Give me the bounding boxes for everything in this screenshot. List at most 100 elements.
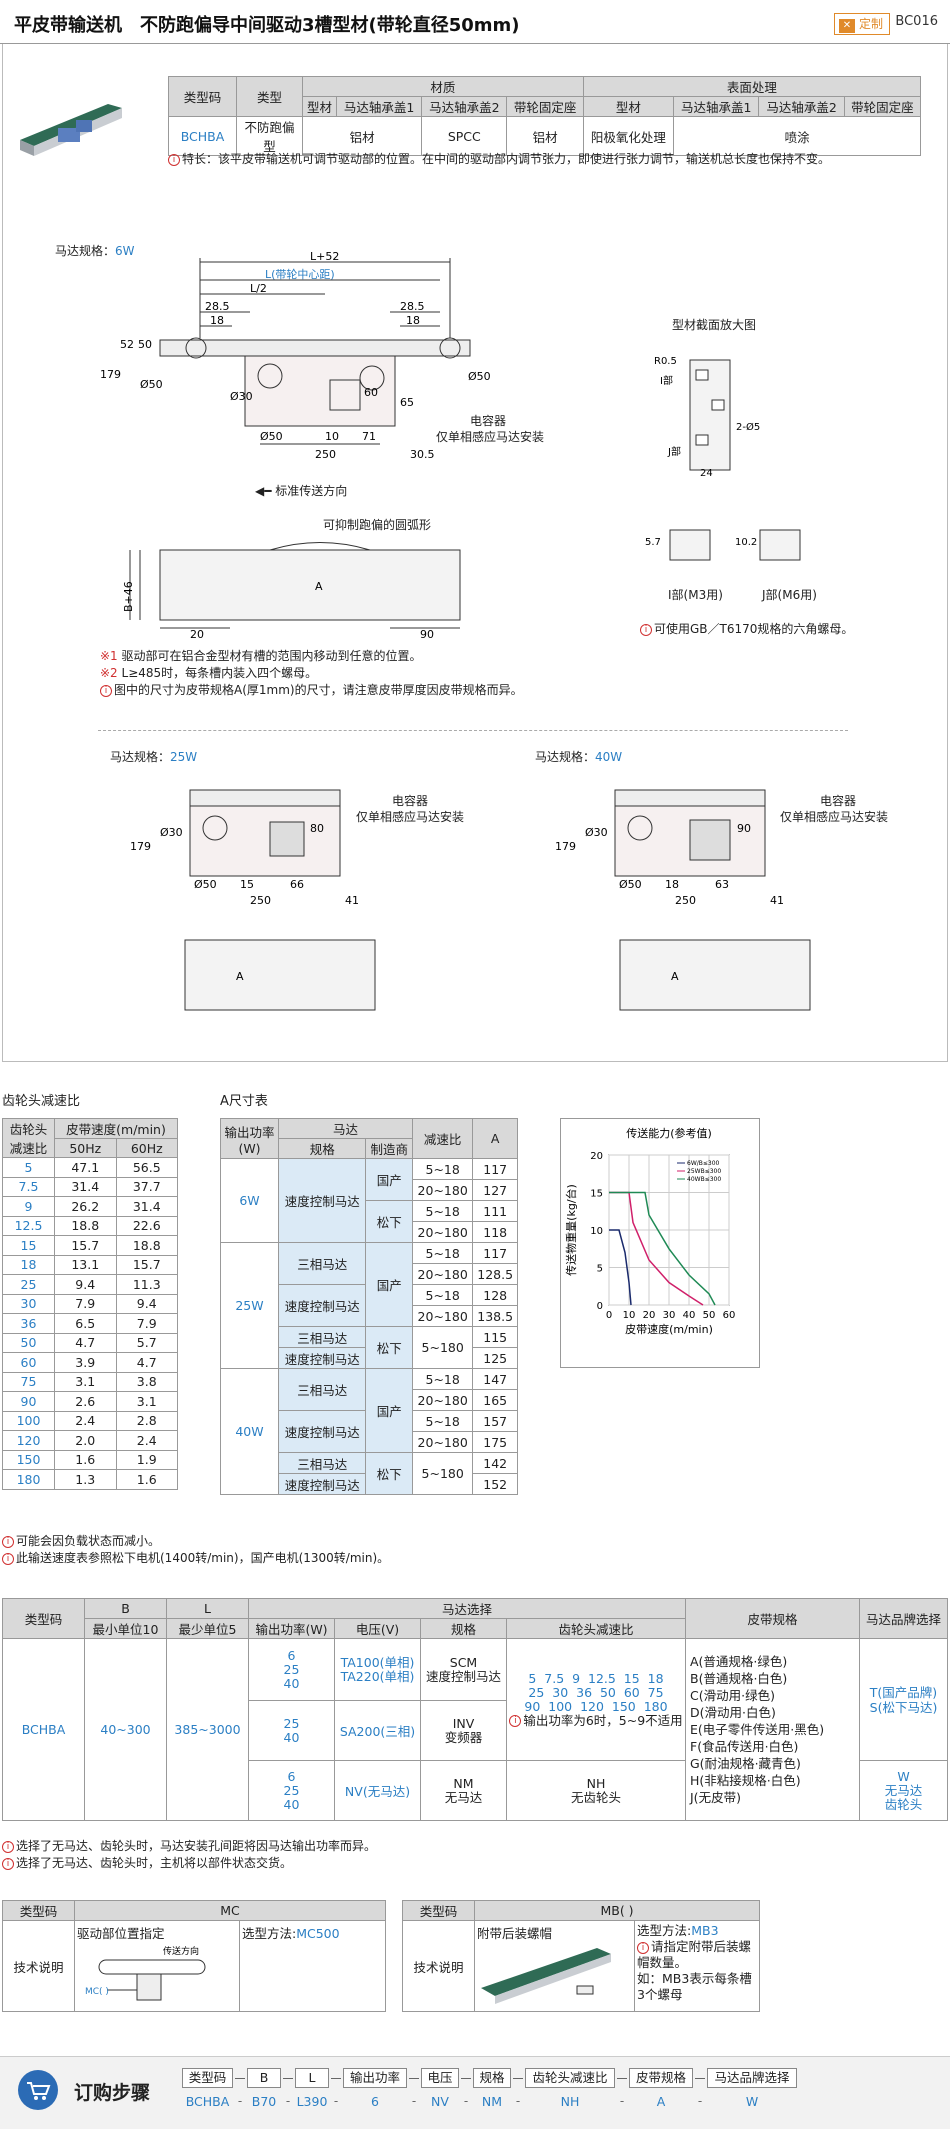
dim-text: A <box>671 970 679 983</box>
dim-text: 80 <box>310 822 324 835</box>
ratio-cell: 2.4 <box>54 1410 117 1431</box>
ratio-cell: 31.4 <box>115 1196 178 1217</box>
dim-text: Ø50 <box>260 430 283 443</box>
dim-text: Ø30 <box>230 390 253 403</box>
belt-options: A(普通规格·绿色)B(普通规格·白色)C(滑动用·绿色)D(滑动用·白色)E(… <box>685 1638 860 1821</box>
dim-text: 28.5 <box>400 300 425 313</box>
order-step-sep: - <box>333 2094 339 2108</box>
info-icon: i <box>640 623 652 636</box>
dim-text: 179 <box>130 840 151 853</box>
page-title: 平皮带输送机 不防跑偏导中间驱动3槽型材(带轮直径50mm) <box>14 15 520 36</box>
dim-text: A <box>315 580 323 593</box>
spec-code: BCHBA <box>168 116 237 156</box>
ratio-cell: 3.1 <box>54 1371 117 1392</box>
dim-text: I部 <box>660 374 673 387</box>
ratio-cell: 26.2 <box>54 1196 117 1217</box>
order-step-sep: - <box>463 2094 469 2108</box>
chart-title: 传送能力(参考值) <box>626 1126 712 1140</box>
order-step-value: W <box>745 2094 759 2109</box>
dim-text: 18 <box>665 878 679 891</box>
order-step-value: NH <box>560 2094 580 2109</box>
ratio-cell: 1.6 <box>54 1449 117 1470</box>
profile-section: R0.5 I部 J部 24 2-Ø5 <box>654 356 760 479</box>
belt-option: H(非粘接规格·白色) <box>690 1773 801 1788</box>
ratio-cell: 150 <box>2 1449 55 1470</box>
spec-sub: 马达轴承盖2 <box>758 96 845 117</box>
dim-text: 18 <box>406 314 420 327</box>
belt-option: D(滑动用·白色) <box>690 1705 776 1720</box>
order-step-dash <box>617 2078 627 2079</box>
dim-text: 30.5 <box>410 448 435 461</box>
ratio-cell: 11.3 <box>115 1274 178 1295</box>
ratio-cell: 18.8 <box>54 1215 117 1236</box>
spec-table: 类型码 类型 材质 表面处理 型材 马达轴承盖1 马达轴承盖2 带轮固定座 型材… <box>168 76 922 156</box>
belt-option: B(普通规格·白色) <box>690 1671 788 1686</box>
dim-text: 250 <box>315 448 336 461</box>
dim-text: 250 <box>250 894 271 907</box>
mc-dir-text: 传送方向 <box>163 1945 199 1957</box>
adim-title: A尺寸表 <box>220 1094 268 1109</box>
order-step-value: NM <box>481 2094 503 2109</box>
spec-sub: 带轮固定座 <box>843 96 922 117</box>
dim-text: 18 <box>210 314 224 327</box>
info-icon: i <box>2 1552 14 1565</box>
dim-text: 2-Ø5 <box>736 421 760 433</box>
ratio-cell: 60 <box>2 1352 55 1373</box>
adim-h: 制造商 <box>365 1138 413 1159</box>
x-tick-label: 0 <box>606 1310 612 1321</box>
direction-label: ◀━ 标准传送方向 <box>255 484 348 498</box>
info-icon: i <box>168 153 180 166</box>
ratio-cell: 15 <box>2 1235 55 1256</box>
sensor-label-40w: 仅单相感应马达安装 <box>780 810 889 824</box>
ratio-h: 60Hz <box>115 1138 178 1158</box>
ratio-cell: 1.9 <box>115 1449 178 1470</box>
series-line <box>609 1229 632 1306</box>
belt-option: F(食品传送用·白色) <box>690 1739 799 1754</box>
order-step-label: 电压 <box>421 2068 459 2088</box>
ratio-cell: 37.7 <box>115 1176 178 1197</box>
arc-label: 可抑制跑偏的圆弧形 <box>323 518 432 532</box>
adim-h: 减速比 <box>411 1118 474 1159</box>
info-icon: i <box>2 1857 14 1870</box>
ratio-cell: 15.7 <box>115 1254 178 1275</box>
adim-h: 马达 <box>278 1118 413 1139</box>
ratio-cell: 90 <box>2 1391 55 1412</box>
ratio-cell: 3.9 <box>54 1352 117 1373</box>
motor-spec-6w: 马达规格：6W <box>55 244 135 258</box>
sensor-label-25w: 仅单相感应马达安装 <box>356 810 465 824</box>
drawing-40w: 179 Ø30 Ø50 18 63 250 41 90 <box>555 789 784 907</box>
drawing-6w-front: L+52 L(带轮中心距) L/2 28.5 18 28.5 18 52 50 … <box>100 250 491 461</box>
info-icon: i <box>100 684 112 697</box>
order-step-value: BCHBA <box>185 2094 230 2109</box>
arrow-left-icon: ◀━ <box>255 484 276 498</box>
motor-spec-25w: 马达规格：25W <box>110 750 198 764</box>
dim-text: 52 <box>120 338 134 351</box>
ratio-cell: 1.3 <box>54 1469 117 1490</box>
order-step-dash <box>513 2078 523 2079</box>
sensor-label: 仅单相感应马达安装 <box>436 430 545 444</box>
custom-tag[interactable]: ✕定制 <box>833 13 890 35</box>
order-step-dash <box>695 2078 705 2079</box>
ratio-cell: 9.4 <box>54 1274 117 1295</box>
order-step-value: 6 <box>371 2094 379 2109</box>
order-step-value: B70 <box>251 2094 277 2109</box>
ratio-cell: 18.8 <box>115 1235 178 1256</box>
profile-title: 型材截面放大图 <box>672 318 757 332</box>
adim-h: A <box>472 1118 518 1159</box>
dim-text: 10 <box>325 430 339 443</box>
dim-text: 20 <box>190 628 204 640</box>
order-step-dash <box>461 2078 471 2079</box>
